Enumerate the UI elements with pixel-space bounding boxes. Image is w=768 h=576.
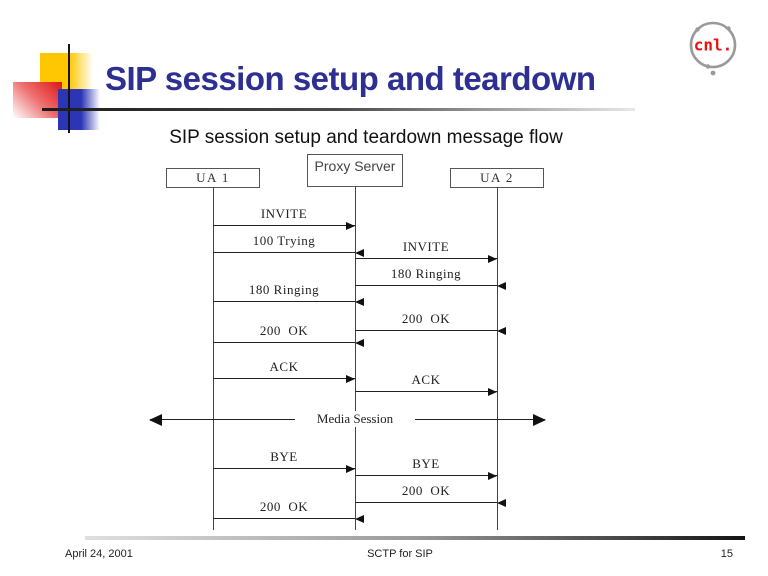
message-line: [213, 518, 355, 519]
message-line: [355, 502, 497, 503]
footer-divider: [85, 536, 745, 540]
message-line: [213, 252, 355, 253]
footer-page-number: 15: [720, 548, 733, 560]
media-arrowhead-right: [533, 413, 546, 426]
message-arrowhead: [355, 514, 364, 523]
message-arrowhead: [346, 464, 355, 473]
message-arrowhead: [488, 254, 497, 263]
message-arrowhead: [355, 297, 364, 306]
message-label: 200 OK: [259, 499, 309, 514]
message-label: INVITE: [402, 239, 450, 254]
page-title: SIP session setup and teardown: [105, 60, 596, 97]
footer-date: April 24, 2001: [65, 548, 133, 560]
message-arrowhead: [488, 387, 497, 396]
message-arrowhead: [355, 338, 364, 347]
message-line: [355, 330, 497, 331]
lifeline-ua1: [213, 187, 214, 530]
media-session-label: Media Session: [295, 411, 415, 427]
message-arrowhead: [355, 248, 364, 257]
message-label: INVITE: [260, 206, 308, 221]
message-arrowhead: [497, 326, 506, 335]
message-label: 100 Trying: [252, 233, 316, 248]
message-label: 180 Ringing: [248, 282, 320, 297]
message-label: BYE: [412, 456, 440, 471]
message-line: [213, 342, 355, 343]
diagram-subtitle: SIP session setup and teardown message f…: [169, 127, 563, 148]
message-label: ACK: [269, 359, 299, 374]
decoration-vertical-line: [68, 44, 70, 133]
message-arrowhead: [497, 498, 506, 507]
message-line: [355, 391, 497, 392]
message-arrowhead: [488, 471, 497, 480]
lifeline-ua2: [497, 187, 498, 530]
message-label: 200 OK: [401, 483, 451, 498]
media-arrowhead-left: [149, 413, 162, 426]
message-line: [213, 378, 355, 379]
message-arrowhead: [346, 374, 355, 383]
message-line: [213, 468, 355, 469]
footer-deck-title: SCTP for SIP: [367, 548, 433, 560]
message-line: [355, 258, 497, 259]
message-label: 200 OK: [401, 311, 451, 326]
message-line: [355, 475, 497, 476]
message-label: 180 Ringing: [390, 266, 462, 281]
cnl-logo-icon: cnl.: [689, 21, 737, 76]
message-label: BYE: [270, 449, 298, 464]
message-line: [213, 301, 355, 302]
logo-text: cnl.: [694, 36, 733, 55]
decoration-red-square: [13, 82, 62, 118]
actor-box-proxy-server: Proxy Server: [307, 154, 403, 187]
actor-box-ua1: UA 1: [166, 168, 260, 188]
message-line: [213, 225, 355, 226]
message-arrowhead: [497, 281, 506, 290]
message-arrowhead: [346, 221, 355, 230]
lifeline-proxy: [355, 187, 356, 530]
actor-box-ua2: UA 2: [450, 168, 544, 188]
title-underline: [42, 108, 635, 111]
message-label: 200 OK: [259, 323, 309, 338]
message-line: [355, 285, 497, 286]
message-label: ACK: [411, 372, 441, 387]
